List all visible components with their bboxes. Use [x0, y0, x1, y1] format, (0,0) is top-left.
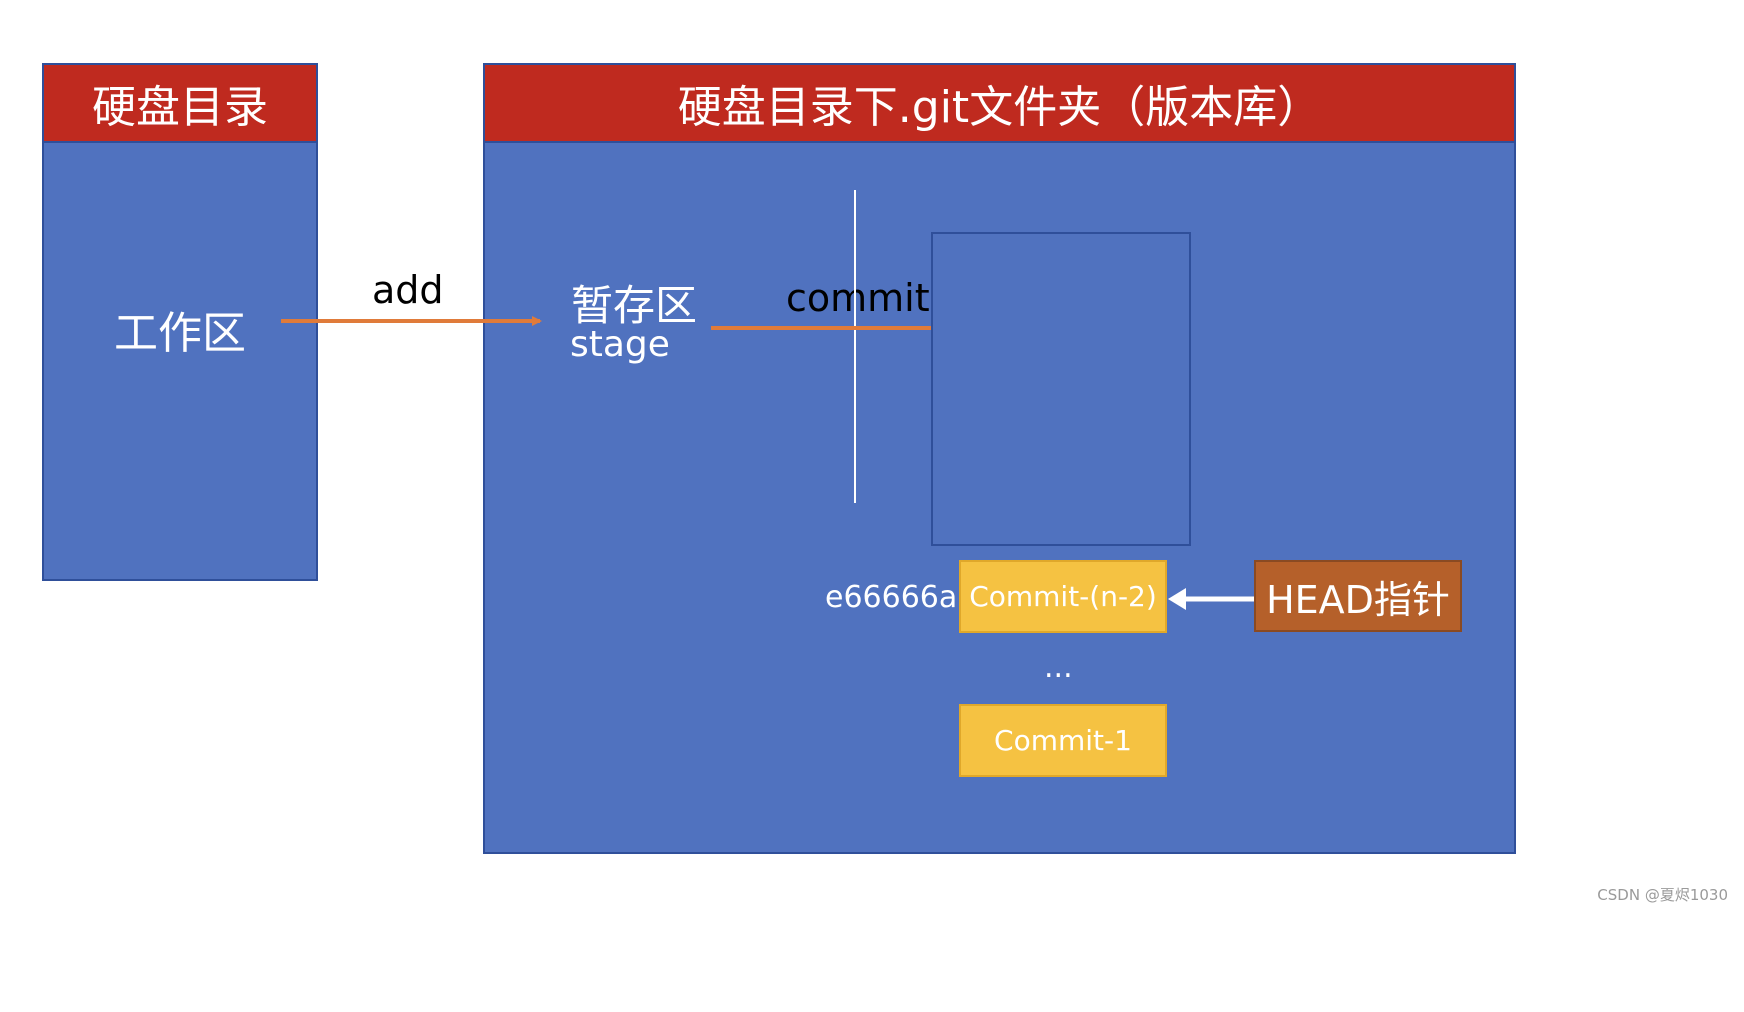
- commit-1-label: Commit-1: [994, 724, 1132, 757]
- repository-header-text: 硬盘目录下.git文件夹（版本库）: [677, 82, 1322, 133]
- repository-header: 硬盘目录下.git文件夹（版本库）: [485, 65, 1514, 143]
- stage-label-cn: 暂存区: [571, 281, 698, 330]
- working-directory-panel: 硬盘目录 工作区: [42, 63, 318, 581]
- head-pointer-label: HEAD指针: [1266, 577, 1450, 622]
- stage-label-en: stage: [570, 324, 670, 365]
- commit-history-box: [931, 232, 1191, 546]
- commit-1-box: Commit-1: [959, 704, 1167, 777]
- working-area-label: 工作区: [114, 308, 246, 359]
- working-directory-header-text: 硬盘目录: [92, 82, 268, 133]
- commit-n-minus-2-box: Commit-(n-2): [959, 560, 1167, 633]
- head-pointer-arrowhead: [1168, 588, 1186, 610]
- add-label: add: [372, 268, 444, 312]
- head-pointer-box: HEAD指针: [1254, 560, 1462, 632]
- working-directory-header: 硬盘目录: [44, 65, 316, 143]
- commit-hash-label: e66666a: [825, 580, 958, 615]
- commit-n-minus-2-label: Commit-(n-2): [969, 580, 1157, 613]
- watermark: CSDN @夏烬1030: [1597, 886, 1728, 904]
- commit-ellipsis: ...: [1044, 650, 1073, 685]
- commit-label: commit: [786, 276, 930, 320]
